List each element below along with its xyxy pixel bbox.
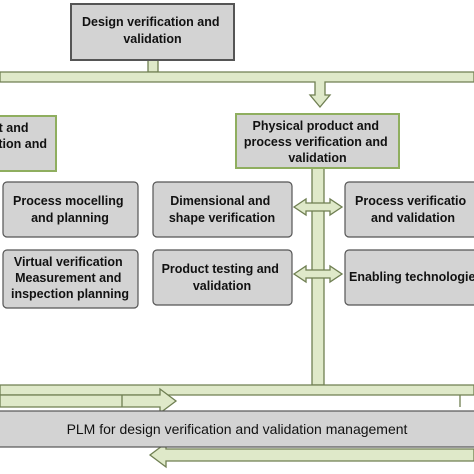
enabling-box[interactable]: Enabling technologie	[344, 249, 474, 306]
connector-top-stem	[147, 59, 159, 73]
virtual-verification-line-1: Virtual verification	[14, 255, 123, 269]
virtual-verification-box[interactable]: Virtual verification Measurement and ins…	[2, 249, 139, 309]
tick-marks	[121, 395, 461, 407]
right-header-line-2: process verification and	[244, 135, 388, 149]
right-header-line-1: Physical product and	[253, 119, 379, 133]
svg-text:Product testing and vali: Product testing and validation	[162, 262, 283, 293]
process-verification-shape	[344, 181, 474, 238]
process-modelling-line-2: and planning	[31, 211, 109, 225]
virtual-verification-line-2: Measurement and	[15, 271, 121, 285]
arrow-testing-enabling	[292, 264, 344, 284]
right-header-line-3: validation	[288, 151, 346, 165]
svg-text:Design verification and: Design verification and validation	[82, 15, 223, 46]
plm-box[interactable]: PLM for design verification and validati…	[0, 410, 474, 448]
arrow-left-bottom	[148, 441, 474, 469]
arrow-right-top	[0, 387, 178, 415]
top-box-shape	[70, 3, 235, 61]
svg-text:Physical product and pro: Physical product and process verificatio…	[244, 119, 391, 165]
connector-system	[0, 59, 474, 469]
svg-text:PLM for design verification an: PLM for design verification and validati…	[67, 421, 408, 437]
top-box-line-2: validation	[123, 32, 181, 46]
process-modelling-shape	[2, 181, 139, 238]
svg-text:t and ation and: t and ation and	[0, 121, 47, 151]
connector-bottom-feed	[0, 384, 474, 396]
svg-text:Virtual verification Mea: Virtual verification Measurement and ins…	[11, 255, 129, 301]
plm-shape	[0, 410, 474, 448]
enabling-shape	[344, 249, 474, 306]
svg-text:Process mocelling and pl: Process mocelling and planning	[13, 194, 127, 225]
arrow-dimensional-process	[292, 197, 344, 217]
dimensional-line-2: shape verification	[169, 211, 275, 225]
left-header-line-1: t and	[0, 121, 29, 135]
left-header-shape	[0, 115, 57, 172]
svg-text:Process verificatio and: Process verificatio and validation	[355, 194, 470, 225]
svg-text:Dimensional and shape ve: Dimensional and shape verification	[169, 194, 275, 225]
process-verification-line-1: Process verificatio	[355, 194, 467, 208]
virtual-verification-shape	[2, 249, 139, 309]
svg-text:Enabling technologie: Enabling technologie	[349, 270, 474, 284]
enabling-line-1: Enabling technologie	[349, 270, 474, 284]
left-header-line-2: ation and	[0, 137, 47, 151]
process-modelling-line-1: Process mocelling	[13, 194, 123, 208]
plm-line-1: PLM for design verification and validati…	[67, 421, 408, 437]
virtual-verification-line-3: inspection planning	[11, 287, 129, 301]
product-testing-shape	[152, 249, 293, 306]
product-testing-box[interactable]: Product testing and validation	[152, 249, 293, 306]
dimensional-shape	[152, 181, 293, 238]
product-testing-line-1: Product testing and	[162, 262, 279, 276]
product-testing-line-2: validation	[193, 279, 251, 293]
right-header-box[interactable]: Physical product and process verificatio…	[235, 113, 400, 169]
dimensional-line-1: Dimensional and	[170, 194, 270, 208]
dimensional-box[interactable]: Dimensional and shape verification	[152, 181, 293, 238]
connector-horizontal-bar	[0, 71, 474, 109]
process-modelling-box[interactable]: Process mocelling and planning	[2, 181, 139, 238]
top-box-line-1: Design verification and	[82, 15, 220, 29]
top-box[interactable]: Design verification and validation	[70, 3, 235, 61]
left-header-box[interactable]: t and ation and	[0, 115, 57, 172]
process-verification-line-2: and validation	[371, 211, 455, 225]
right-header-shape	[235, 113, 400, 169]
process-verification-box[interactable]: Process verificatio and validation	[344, 181, 474, 238]
